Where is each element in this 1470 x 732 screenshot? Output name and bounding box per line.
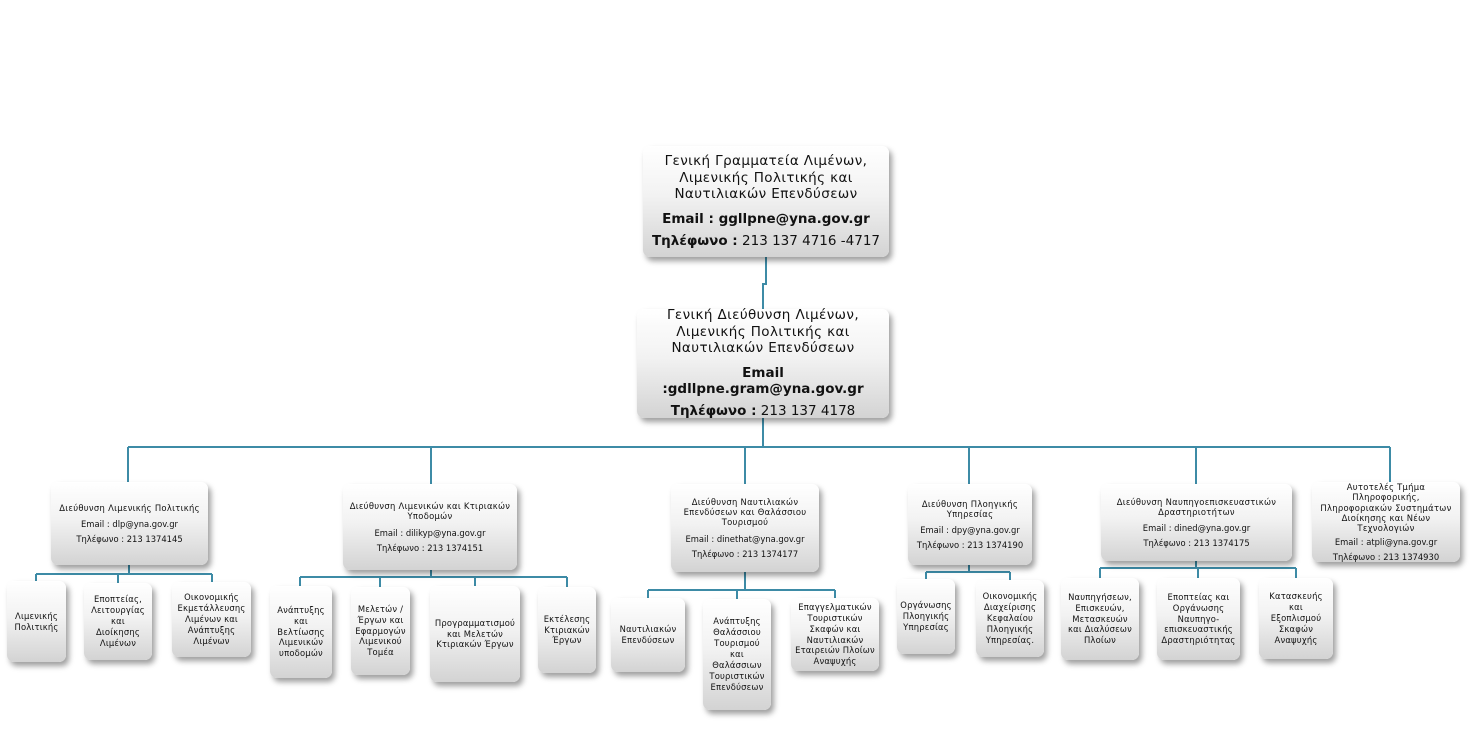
department-box: Ανάπτυξης Θαλάσσιου Τουρισμού και Θαλάσσ… [703,599,771,710]
directorate-box: Διεύθυνση Ναυτιλιακών Επενδύσεων και Θαλ… [671,484,819,572]
directorate-box: Διεύθυνση Πλοηγικής Υπηρεσίας Email : dp… [908,484,1032,565]
department-title: Οικονομικής Διαχείρισης Κεφαλαίου Πλοηγι… [982,591,1038,645]
department-box: Ναυτιλιακών Επενδύσεων [611,598,685,672]
department-box: Ναυπηγήσεων, Επισκευών, Μετασκευών και Δ… [1061,578,1139,660]
it-department-box: Αυτοτελές Τμήμα Πληροφορικής, Πληροφορια… [1312,482,1460,562]
department-box: Προγραμματισμού και Μελετών Κτιριακών Έρ… [430,586,520,682]
department-box: Λιμενικής Πολιτικής [7,581,66,662]
directorate-box: Διεύθυνση Ναυπηγοεπισκευαστικών Δραστηρι… [1101,484,1292,561]
department-box: Κατασκευής και Εξοπλισμού Σκαφών Αναψυχή… [1259,578,1333,659]
department-title: Ανάπτυξης και Βελτίωσης Λιμενικών υποδομ… [277,604,325,659]
phone-value: 213 137 4716 -4717 [742,233,881,250]
phone-value: 213 137 4178 [760,403,856,420]
general-directorate-email: Email :gdllpne.gram@yna.gov.gr [662,364,864,397]
department-box: Επαγγελματικών Τουριστικών Σκαφών και Να… [791,598,879,671]
department-title: Ναυπηγήσεων, Επισκευών, Μετασκευών και Δ… [1068,591,1132,646]
department-title: Ανάπτυξης Θαλάσσιου Τουρισμού και Θαλάσσ… [709,616,765,692]
directorate-email: Email : dined@yna.gov.gr [1142,523,1251,533]
department-box: Εποπτείας και Οργάνωσης Ναυπηγο-επισκευα… [1157,578,1240,660]
department-title: Οικονομικής Εκμετάλλευσης Λιμένων και Αν… [177,592,246,646]
department-title: Κατασκευής και Εξοπλισμού Σκαφών Αναψυχή… [1269,591,1323,645]
directorate-title: Διεύθυνση Λιμενικών και Κτιριακών Υποδομ… [349,501,511,522]
phone-label: Τηλέφωνο : [651,233,738,250]
general-directorate-box: Γενική Διεύθυνση Λιμένων, Λιμενικής Πολι… [637,307,889,419]
directorate-phone: Τηλέφωνο : 213 1374177 [691,548,799,559]
general-secretariat-phone: Τηλέφωνο : 213 137 4716 -4717 [652,233,880,249]
directorate-phone: Τηλέφωνο : 213 1374151 [376,542,484,553]
directorate-title: Διεύθυνση Ναυτιλιακών Επενδύσεων και Θαλ… [683,496,807,528]
department-box: Οικονομικής Εκμετάλλευσης Λιμένων και Αν… [172,582,251,657]
department-title: Εποπτείας και Οργάνωσης Ναυπηγο-επισκευα… [1161,591,1236,646]
department-title: Λιμενικής Πολιτικής [14,610,59,632]
department-title: Προγραμματισμού και Μελετών Κτιριακών Έρ… [434,617,516,650]
general-directorate-title: Γενική Διεύθυνση Λιμένων, Λιμενικής Πολι… [666,307,860,357]
department-box: Οργάνωσης Πλοηγικής Υπηρεσίας [897,579,955,654]
general-secretariat-email: Email : ggllpne@yna.gov.gr [662,210,870,227]
directorate-box: Διεύθυνση Λιμενικής Πολιτικής Email : dl… [51,482,208,565]
directorate-email: Email : dilikyp@yna.gov.gr [374,527,486,538]
directorate-title: Διεύθυνση Ναυπηγοεπισκευαστικών Δραστηρι… [1116,496,1277,517]
department-box: Οικονομικής Διαχείρισης Κεφαλαίου Πλοηγι… [976,580,1044,657]
directorate-phone: Τηλέφωνο : 213 1374175 [1143,538,1250,549]
department-box: Μελετών / Έργων και Εφαρμογών Λιμενικού … [351,587,410,675]
directorate-phone: Τηλέφωνο : 213 1374190 [916,540,1024,551]
directorate-email: Email : atpli@yna.gov.gr [1334,537,1438,548]
directorate-email: Email : dinethat@yna.gov.gr [685,533,805,544]
department-box: Ανάπτυξης και Βελτίωσης Λιμενικών υποδομ… [270,586,332,678]
general-directorate-phone: Τηλέφωνο : 213 137 4178 [671,403,856,419]
department-title: Οργάνωσης Πλοηγικής Υπηρεσίας [900,600,952,632]
connector-line [762,257,767,309]
directorate-box: Διεύθυνση Λιμενικών και Κτιριακών Υποδομ… [343,484,517,570]
department-title: Επαγγελματικών Τουριστικών Σκαφών και Να… [795,601,875,667]
directorate-phone: Τηλέφωνο : 213 1374145 [76,534,183,545]
phone-label: Τηλέφωνο : [670,403,757,420]
directorate-email: Email : dlp@yna.gov.gr [81,518,178,529]
department-title: Εποπτείας, Λειτουργίας και Διοίκησης Λιμ… [91,594,145,648]
department-box: Εκτέλεσης Κτιριακών Έργων [538,587,596,673]
department-title: Εκτέλεσης Κτιριακών Έργων [543,613,591,646]
directorate-title: Διεύθυνση Πλοηγικής Υπηρεσίας [921,498,1019,519]
general-secretariat-title: Γενική Γραμματεία Λιμένων, Λιμενικής Πολ… [664,153,868,203]
general-secretariat-box: Γενική Γραμματεία Λιμένων, Λιμενικής Πολ… [643,146,889,257]
directorate-title: Αυτοτελές Τμήμα Πληροφορικής, Πληροφορια… [1320,482,1452,534]
department-box: Εποπτείας, Λειτουργίας και Διοίκησης Λιμ… [84,583,152,660]
directorate-title: Διεύθυνση Λιμενικής Πολιτικής [59,502,200,513]
directorate-email: Email : dpy@yna.gov.gr [920,525,1020,535]
department-title: Ναυτιλιακών Επενδύσεων [619,624,677,645]
department-title: Μελετών / Έργων και Εφαρμογών Λιμενικού … [355,603,406,658]
directorate-phone: Τηλέφωνο : 213 1374930 [1332,551,1440,562]
